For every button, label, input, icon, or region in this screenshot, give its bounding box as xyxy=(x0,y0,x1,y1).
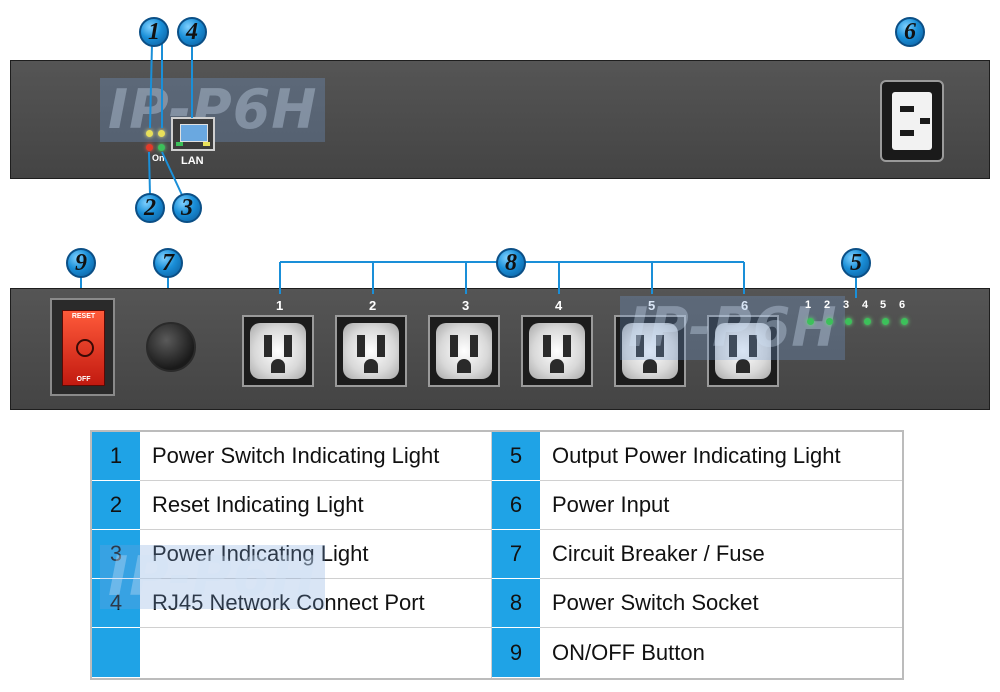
power-input-inlet xyxy=(880,80,944,162)
lan-label: LAN xyxy=(181,155,204,167)
indicator-number: 2 xyxy=(824,299,831,311)
switch-off-label: OFF xyxy=(76,376,91,383)
watermark: IP-P6H xyxy=(100,545,326,609)
legend-number: 6 xyxy=(492,481,540,530)
callout-9: 9 xyxy=(66,248,96,278)
on-off-rocker-switch[interactable]: RESET OFF xyxy=(50,298,115,396)
callout-2: 2 xyxy=(135,193,165,223)
output-indicator-led-5 xyxy=(882,318,889,325)
outlet-number: 4 xyxy=(555,298,563,313)
legend-text: Output Power Indicating Light xyxy=(540,432,902,481)
legend-number xyxy=(92,628,140,677)
legend-text: Reset Indicating Light xyxy=(140,481,491,530)
legend-number: 5 xyxy=(492,432,540,481)
legend-text: Power Indicating Light xyxy=(140,530,491,579)
power-outlet-5 xyxy=(614,315,686,387)
indicator-number: 1 xyxy=(805,299,812,311)
power-outlet-4 xyxy=(521,315,593,387)
front-panel xyxy=(10,288,990,410)
output-indicator-led-3 xyxy=(845,318,852,325)
outlet-number: 3 xyxy=(462,298,470,313)
outlet-number: 6 xyxy=(741,298,749,313)
legend-number: 1 xyxy=(92,432,140,481)
power-symbol-icon xyxy=(76,339,94,357)
legend-table: 1 Power Switch Indicating Light 5 Output… xyxy=(90,430,904,680)
watermark: IP-P6H xyxy=(100,78,326,142)
on-label: On xyxy=(152,153,165,163)
indicator-number: 6 xyxy=(899,299,906,311)
outlet-number: 5 xyxy=(648,298,656,313)
outlet-number: 2 xyxy=(369,298,377,313)
reset-indicator-led xyxy=(146,144,153,151)
output-indicator-led-2 xyxy=(826,318,833,325)
indicator-number: 5 xyxy=(880,299,887,311)
indicator-number: 3 xyxy=(843,299,850,311)
legend-text: Power Input xyxy=(540,481,902,530)
legend-text: RJ45 Network Connect Port xyxy=(140,579,491,628)
callout-6: 6 xyxy=(895,17,925,47)
legend-number: 2 xyxy=(92,481,140,530)
legend-text: ON/OFF Button xyxy=(552,639,705,665)
output-indicator-led-4 xyxy=(864,318,871,325)
output-indicator-led-6 xyxy=(901,318,908,325)
watermark: IP-P6H xyxy=(620,296,846,360)
callout-7: 7 xyxy=(153,248,183,278)
output-indicator-led-1 xyxy=(807,318,814,325)
legend-divider xyxy=(491,432,492,678)
callout-1: 1 xyxy=(139,17,169,47)
legend-text: Power Switch Socket xyxy=(540,579,902,628)
power-outlet-6 xyxy=(707,315,779,387)
power-switch-indicator-led xyxy=(146,130,153,137)
legend-number: 8 xyxy=(492,579,540,628)
indicator-number: 4 xyxy=(862,299,869,311)
switch-reset-label: RESET xyxy=(71,313,96,320)
power-outlet-3 xyxy=(428,315,500,387)
outlet-number: 1 xyxy=(276,298,284,313)
legend-number: 4 xyxy=(92,579,140,628)
power-outlet-1 xyxy=(242,315,314,387)
legend-number: 7 xyxy=(492,530,540,579)
legend-number: 3 xyxy=(92,530,140,579)
rear-panel xyxy=(10,60,990,179)
circuit-breaker[interactable] xyxy=(146,322,196,372)
callout-5: 5 xyxy=(841,248,871,278)
legend-text: Power Switch Indicating Light xyxy=(140,432,491,481)
callout-3: 3 xyxy=(172,193,202,223)
callout-4: 4 xyxy=(177,17,207,47)
power-outlet-2 xyxy=(335,315,407,387)
legend-text: Circuit Breaker / Fuse xyxy=(540,530,902,579)
callout-8: 8 xyxy=(496,248,526,278)
legend-number: 9 xyxy=(492,628,540,677)
power-switch-indicator-led-2 xyxy=(158,130,165,137)
legend-text xyxy=(140,628,491,677)
power-indicator-led xyxy=(158,144,165,151)
